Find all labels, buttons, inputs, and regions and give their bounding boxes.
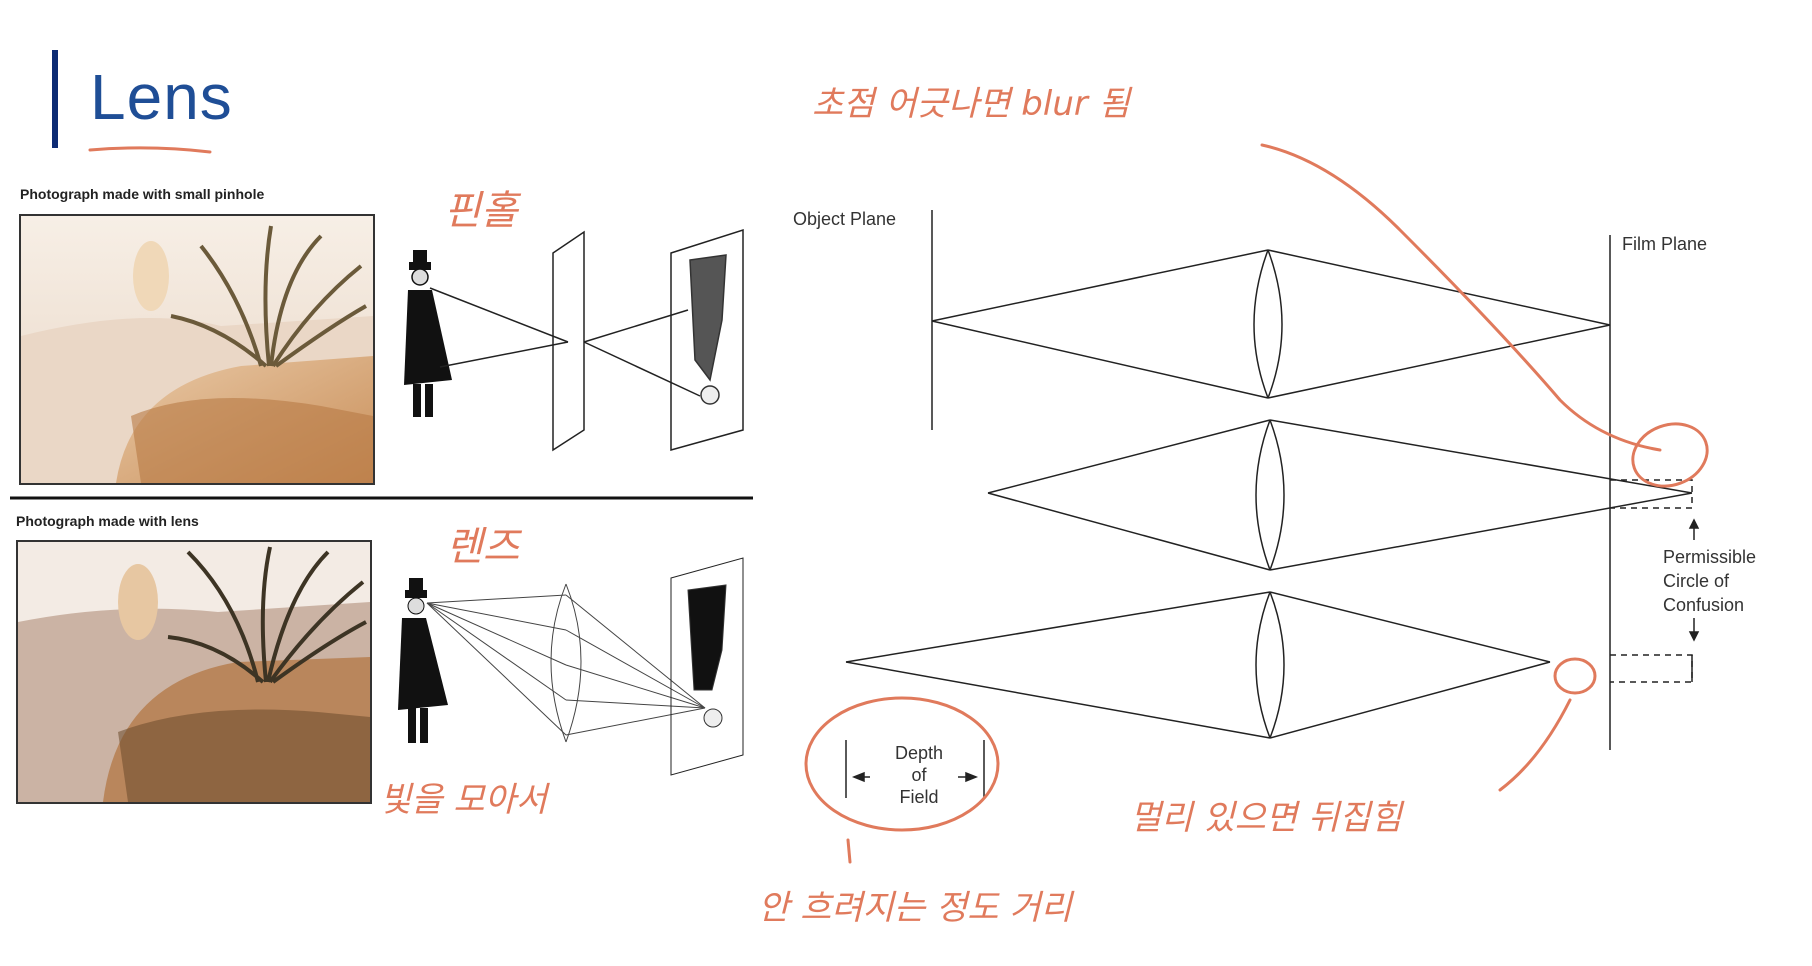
dof-line-1: Depth — [894, 743, 944, 763]
handwritten-strokes — [88, 143, 1709, 864]
title-underline — [88, 146, 212, 154]
man-figure-bottom — [398, 578, 448, 743]
title-accent-bar — [52, 50, 58, 148]
note-inverted: 멀리 있으면 뒤집힘 — [1130, 798, 1402, 838]
note-gather-light: 빛을 모아서 — [380, 780, 548, 820]
inverted-image-top — [689, 254, 727, 405]
man-figure-top — [404, 250, 452, 417]
note-lens: 렌즈 — [446, 524, 520, 570]
pinhole-caption: Photograph made with small pinhole — [20, 186, 265, 202]
lens-photo — [16, 540, 372, 804]
film-plane-label: Film Plane — [1622, 234, 1708, 254]
coc-line-1: Permissible — [1663, 547, 1757, 567]
object-plane-label: Object Plane — [793, 209, 897, 229]
note-pinhole: 핀홀 — [444, 188, 518, 234]
inverted-image-bottom — [687, 584, 727, 728]
note-blur: 초점 어긋나면 blur 됨 — [812, 84, 1130, 124]
circle-of-confusion-label: Permissible Circle of Confusion — [1663, 545, 1756, 617]
dof-line-2: of — [911, 765, 927, 785]
pinhole-photo — [19, 214, 375, 485]
lens-caption: Photograph made with lens — [16, 513, 199, 529]
dof-line-3: Field — [899, 787, 939, 807]
depth-of-field-label: Depth of Field — [874, 742, 964, 808]
pinhole-diagram — [404, 228, 744, 452]
lens-diagram-left — [398, 557, 744, 776]
coc-line-2: Circle of — [1663, 571, 1730, 591]
page-title: Lens — [90, 61, 233, 133]
note-dof: 안 흐려지는 정도 거리 — [758, 888, 1072, 928]
coc-line-3: Confusion — [1663, 595, 1745, 615]
dof-diagram — [845, 210, 1700, 798]
